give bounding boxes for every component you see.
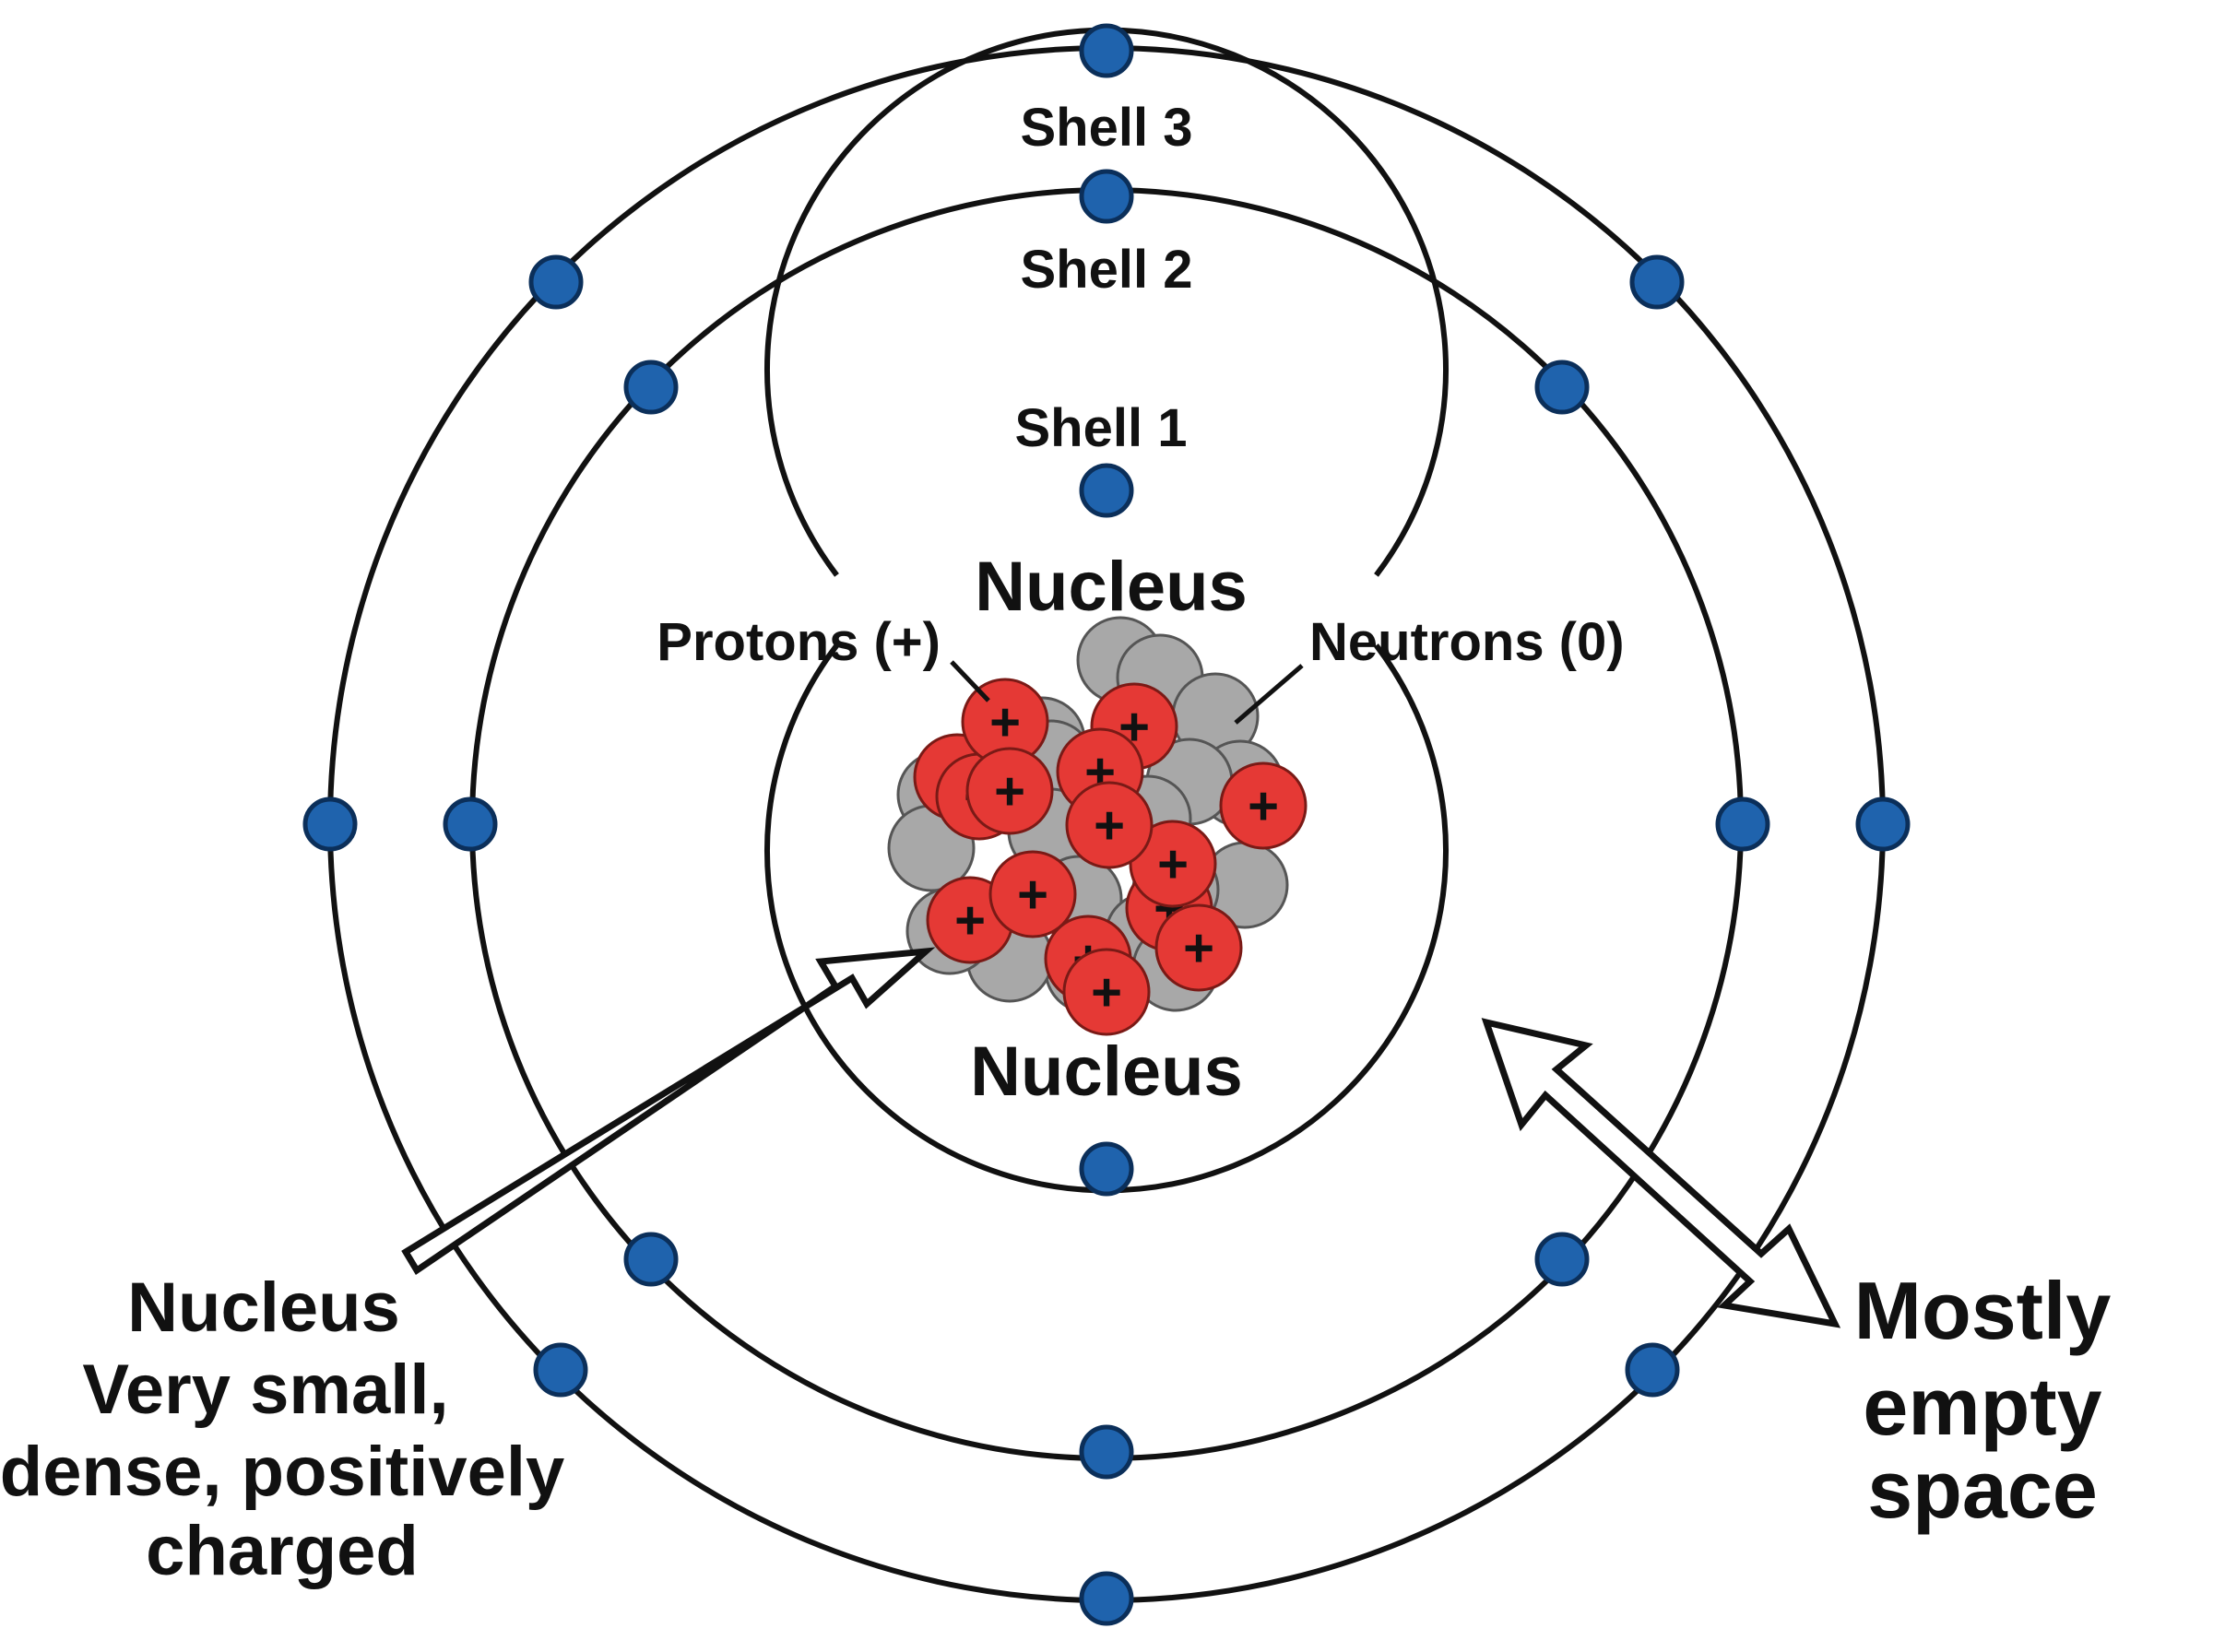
proton-33: + [1129,820,1217,908]
shell-2-label: Shell 2 [1021,240,1193,300]
electron-2 [1079,1141,1134,1197]
empty-space-double-arrow [1481,1018,1841,1328]
electron-5 [1534,360,1590,415]
electron-13 [1629,254,1685,310]
proton-sign: + [989,692,1021,752]
electron-7 [1715,796,1770,852]
electron-4 [623,360,679,415]
proton-26: + [1062,948,1151,1036]
electrons-group [302,23,1911,1626]
nucleus-callout-line-3: charged [146,1512,419,1590]
proton-sign: + [1017,865,1048,925]
electron-14 [302,796,358,852]
proton-sign: + [1183,918,1214,978]
electron-3 [1079,169,1134,224]
nucleus-callout-line-1: Very small, [82,1351,448,1429]
electron-18 [1079,1571,1134,1626]
electron-6 [443,796,498,852]
nucleus-callout-line-2: dense, positively [0,1433,564,1511]
nucleus-cluster: +++++++++++++++ [887,616,1308,1036]
proton-31: + [1219,761,1308,850]
protons-label: Protons (+) [657,612,941,672]
electron-10 [1079,1424,1134,1480]
shell-3-label: Shell 3 [1021,98,1193,158]
empty-space-line-3: space [1867,1444,2098,1535]
nucleus-pointer-arrow [401,947,936,1275]
proton-sign: + [994,761,1025,821]
proton-sign: + [1091,962,1122,1022]
electron-1 [1079,463,1134,518]
empty-space-line-1: Mostly [1854,1265,2112,1356]
protons-leader-line [950,660,990,702]
neutrons-label: Neutrons (0) [1309,612,1625,672]
electron-9 [1534,1232,1590,1287]
electron-15 [1855,796,1911,852]
electron-17 [1625,1342,1680,1398]
proton-30: + [965,747,1054,835]
proton-sign: + [1157,834,1189,894]
nucleus-callout-title: Nucleus [127,1268,400,1347]
electron-12 [528,254,584,310]
nucleus-label-bottom: Nucleus [970,1032,1243,1111]
proton-34: + [1065,781,1154,869]
proton-sign: + [1248,776,1279,836]
nucleus-label-top: Nucleus [975,548,1248,626]
proton-24: + [1154,903,1243,992]
electron-16 [533,1342,588,1398]
empty-space-line-2: empty [1863,1361,2101,1452]
proton-sign: + [954,891,986,950]
electron-11 [1079,23,1134,78]
proton-sign: + [1094,796,1125,856]
electron-8 [623,1232,679,1287]
shell-1-label: Shell 1 [1015,398,1188,458]
proton-32: + [988,850,1077,938]
neutrons-leader-line [1234,664,1304,725]
